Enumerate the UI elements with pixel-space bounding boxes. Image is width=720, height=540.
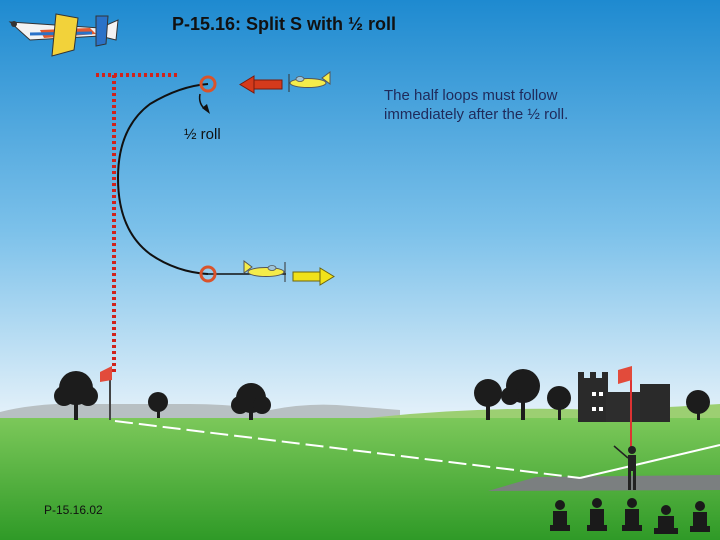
tree-icon — [231, 383, 271, 420]
tree-icon — [547, 386, 571, 420]
flag-icon-right — [618, 366, 632, 450]
ring-marker-icon-top — [199, 75, 217, 93]
hills — [0, 403, 400, 420]
castle-icon — [578, 372, 670, 422]
entry-arrow-icon — [239, 75, 283, 94]
tree-icon — [54, 371, 98, 420]
spectator-icon — [654, 505, 678, 534]
ring-marker-icon-bottom — [199, 265, 217, 283]
tree-icon — [474, 379, 502, 420]
spectator-icon — [690, 501, 710, 532]
figure-id: P-15.16.02 — [44, 503, 103, 517]
spectators — [550, 498, 710, 534]
spectator-icon — [550, 500, 570, 531]
flight-line-2 — [579, 444, 720, 479]
roll-indicator-arrowhead — [202, 104, 210, 114]
spectator-icon — [587, 498, 607, 531]
flag-icon-left — [100, 366, 112, 420]
tree-icon — [501, 369, 540, 420]
aircraft-icon-entry — [288, 71, 331, 92]
runway — [488, 475, 720, 491]
aircraft-icon-exit — [243, 260, 286, 282]
instruction-note: The half loops must follow immediately a… — [384, 87, 569, 123]
spectator-icon — [622, 498, 642, 531]
flight-path-half-loop — [116, 83, 209, 275]
flight-line — [114, 420, 581, 479]
sky — [0, 0, 720, 420]
diagram-title: P-15.16: Split S with ½ roll — [172, 14, 397, 34]
roll-label: ½ roll — [184, 126, 221, 143]
tree-icon — [686, 390, 710, 420]
aerobatic-plane-icon — [8, 13, 119, 57]
tree-group — [54, 369, 710, 420]
pilot-silhouette-icon — [613, 445, 636, 490]
exit-arrow-icon — [292, 267, 335, 286]
tree-icon — [148, 392, 168, 418]
